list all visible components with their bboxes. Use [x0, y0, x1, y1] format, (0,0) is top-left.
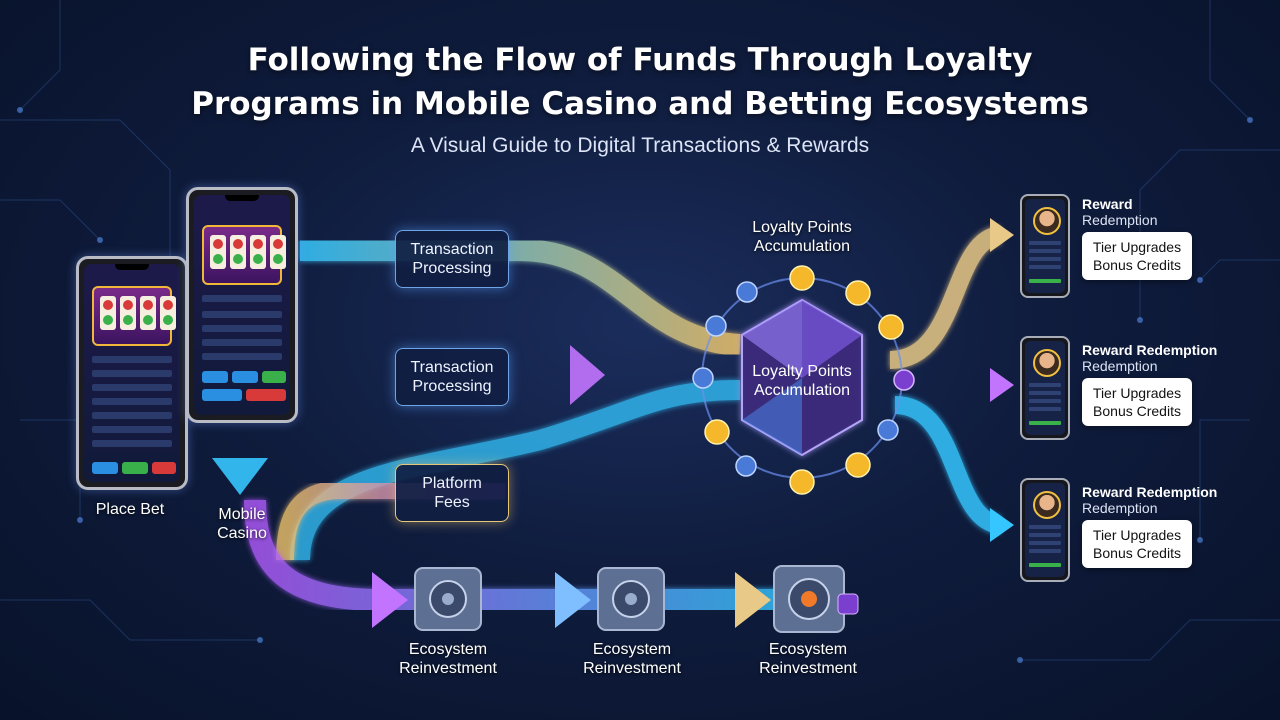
reward-title-2: Reward Redemption Redemption	[1082, 342, 1218, 374]
arrow-down-icon	[212, 458, 268, 495]
reinvestment-label-3: Ecosystem Reinvestment	[759, 641, 857, 677]
avatar-icon	[1033, 491, 1061, 519]
page-title: Following the Flow of Funds Through Loya…	[100, 38, 1180, 126]
tier-card-3: Tier Upgrades Bonus Credits	[1082, 520, 1192, 568]
loyalty-points-top-label: Loyalty Points Accumulation	[752, 219, 852, 255]
coin-icon	[704, 265, 904, 495]
crystal-hub-icon	[741, 298, 863, 457]
token-icon	[893, 369, 915, 391]
place-bet-label: Place Bet	[95, 501, 165, 518]
reward-phone-3	[1020, 478, 1070, 582]
tier-card-1: Tier Upgrades Bonus Credits	[1082, 232, 1192, 280]
page-subtitle: A Visual Guide to Digital Transactions &…	[410, 134, 870, 157]
reinvestment-label-2: Ecosystem Reinvestment	[583, 641, 681, 677]
flow-to-reinvestment	[244, 499, 780, 611]
phone-place-bet	[76, 256, 188, 490]
slot-machine-icon	[92, 286, 176, 346]
title-line-1: Following the Flow of Funds Through Loya…	[247, 42, 1033, 78]
flow-transaction-top	[300, 239, 741, 356]
flow-reward-1	[889, 226, 1003, 369]
arrow-right-icon	[570, 345, 605, 405]
reward-title-1: Reward Redemption	[1082, 196, 1158, 228]
reinvestment-label-1: Ecosystem Reinvestment	[399, 641, 497, 677]
slot-machine-icon	[202, 225, 286, 285]
mobile-casino-label: Mobile Casino	[217, 506, 267, 542]
reward-phone-2	[1020, 336, 1070, 440]
flow-reward-3	[894, 396, 1003, 534]
title-line-2: Programs in Mobile Casino and Betting Ec…	[191, 86, 1089, 122]
vault-icon	[414, 567, 482, 631]
phone-mobile-casino	[186, 187, 298, 423]
vault-icon	[597, 567, 665, 631]
loyalty-hub-label: Loyalty Points Accumulation	[752, 363, 852, 399]
avatar-icon	[1033, 207, 1061, 235]
flow-platform-fees	[276, 481, 505, 561]
tier-card-2: Tier Upgrades Bonus Credits	[1082, 378, 1192, 426]
vault-icon	[773, 565, 859, 633]
reward-title-3: Reward Redemption Redemption	[1082, 484, 1218, 516]
reward-phone-1	[1020, 194, 1070, 298]
flow-fees-to-hub	[290, 380, 741, 561]
avatar-icon	[1033, 349, 1061, 377]
